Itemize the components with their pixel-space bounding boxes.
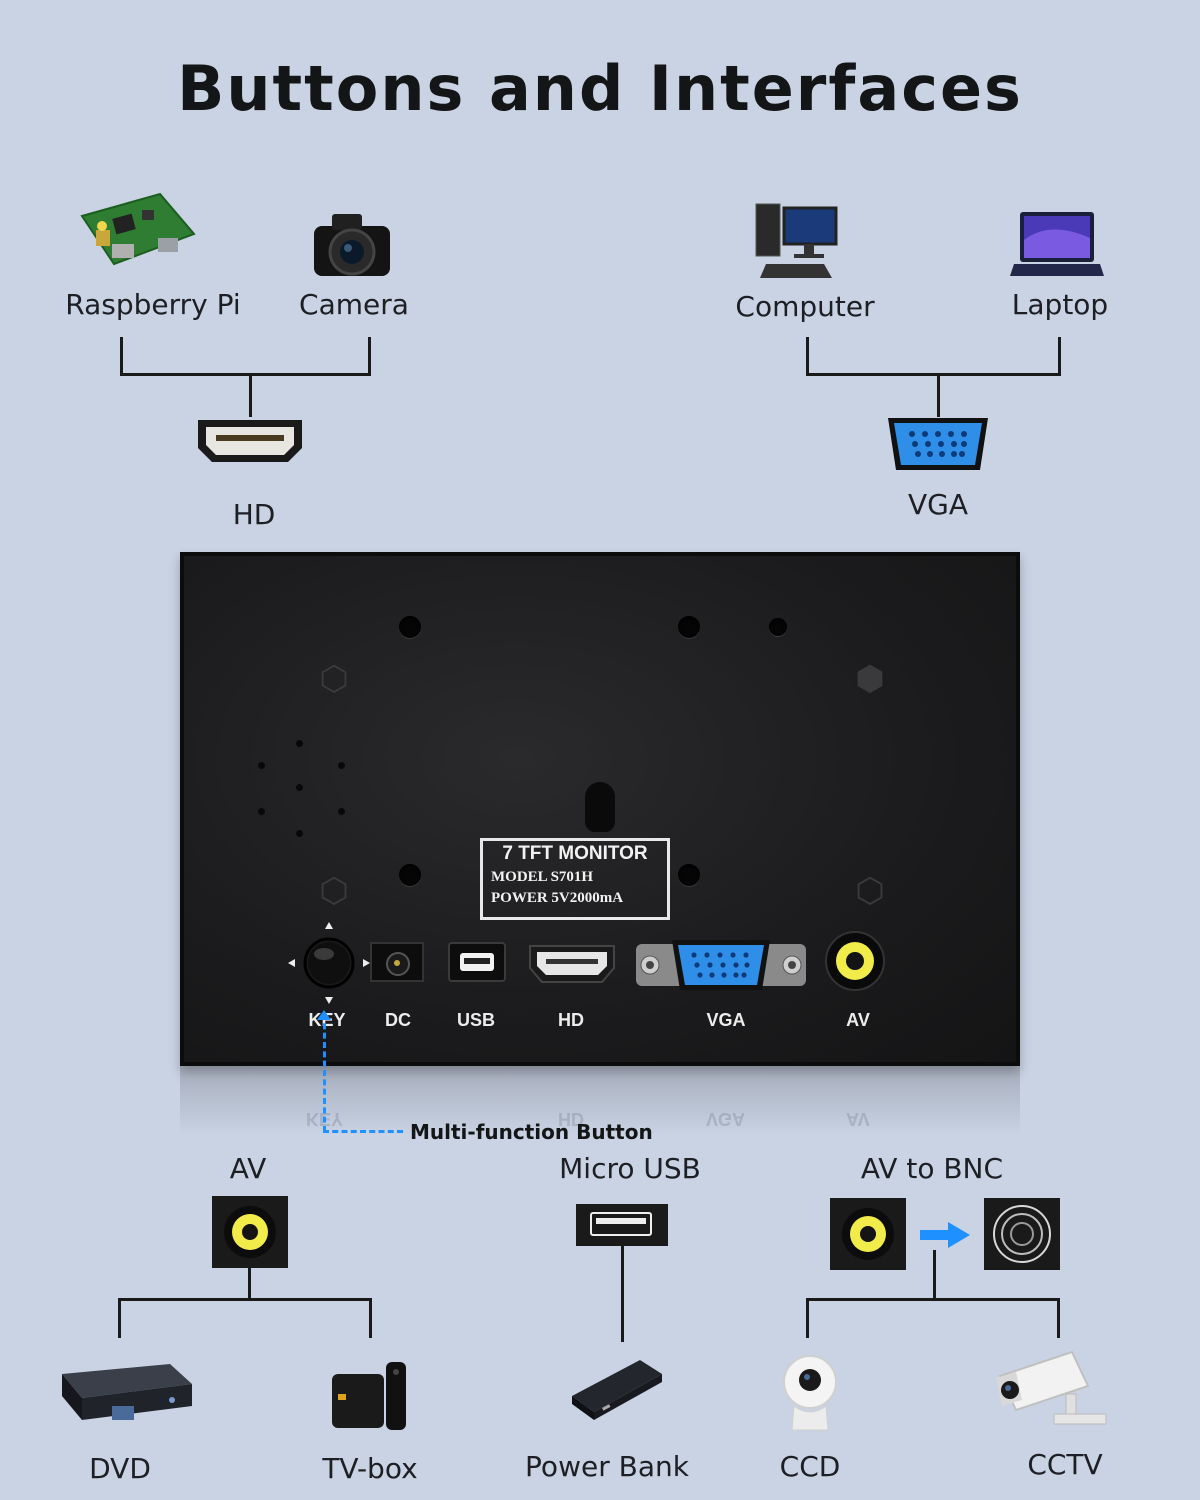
device-label-computer: Computer — [735, 290, 875, 323]
connector-line — [118, 1298, 121, 1338]
hex-mark: ⬢ — [855, 659, 885, 699]
micro-usb-port-icon — [576, 1204, 668, 1246]
tv-box-icon — [330, 1360, 410, 1436]
reflection-label: AV — [846, 1109, 870, 1129]
cctv-camera-icon — [992, 1348, 1110, 1434]
port-label-hd: HD — [232, 498, 276, 531]
hex-mark: ⬡ — [319, 871, 349, 911]
connector-line — [806, 1298, 809, 1338]
panel-reflection — [180, 1066, 1020, 1136]
connector-line — [368, 337, 371, 376]
device-label-raspberry-pi: Raspberry Pi — [65, 288, 241, 321]
bnc-connector-icon — [984, 1198, 1060, 1270]
hdmi-port — [528, 944, 616, 988]
device-label-dvd: DVD — [89, 1452, 151, 1485]
port-label-hd: HD — [558, 1010, 584, 1030]
page-title: Buttons and Interfaces — [177, 52, 1023, 125]
screw-hole — [399, 616, 421, 638]
connector-line — [806, 1298, 1060, 1301]
av-port — [824, 930, 886, 996]
callout-line — [323, 1014, 326, 1132]
av-jack-icon — [830, 1198, 906, 1270]
callout-line — [323, 1130, 403, 1133]
hex-mark: ⬡ — [855, 871, 885, 911]
hdmi-port-icon — [194, 416, 306, 470]
plate-title: 7 TFT MONITOR — [502, 843, 648, 864]
section-heading-av: AV — [229, 1152, 267, 1185]
device-label-cctv: CCTV — [1027, 1448, 1103, 1481]
screw-hole — [399, 864, 421, 886]
connector-line — [120, 373, 371, 376]
plate-model: MODEL S701H — [491, 869, 594, 885]
connector-line — [369, 1298, 372, 1338]
reflection-label: VGA — [706, 1109, 746, 1129]
device-label-ccd: CCD — [779, 1450, 841, 1483]
hex-mark: ⬡ — [319, 659, 349, 699]
arrow-right-icon — [918, 1220, 972, 1254]
connector-line — [118, 1298, 372, 1301]
connector-line — [806, 373, 1061, 376]
plate-power: POWER 5V2000mA — [491, 890, 624, 906]
computer-icon — [752, 200, 842, 288]
wall-mount-slot — [585, 782, 615, 832]
laptop-icon — [1010, 210, 1104, 286]
callout-arrowhead — [317, 1010, 331, 1020]
connector-line — [1058, 337, 1061, 376]
port-label-av: AV — [846, 1010, 870, 1030]
multi-function-key[interactable] — [284, 920, 374, 1006]
port-label-vga: VGA — [907, 488, 968, 521]
device-label-tv-box: TV-box — [322, 1452, 418, 1485]
connector-line — [621, 1246, 624, 1342]
dvd-player-icon — [52, 1362, 196, 1436]
speaker-grille — [256, 738, 352, 842]
vga-port — [634, 936, 808, 996]
port-label-vga: VGA — [706, 1010, 746, 1030]
connector-line — [806, 337, 809, 376]
connector-line — [249, 373, 252, 417]
connector-line — [933, 1250, 936, 1300]
screw-hole — [678, 616, 700, 638]
device-label-power-bank: Power Bank — [525, 1450, 689, 1483]
device-label-laptop: Laptop — [1011, 288, 1109, 321]
usb-port — [448, 942, 506, 982]
connector-line — [1057, 1298, 1060, 1338]
connector-line — [120, 337, 123, 376]
screw-hole — [769, 618, 787, 636]
port-label-usb: USB — [456, 1010, 495, 1030]
section-heading-micro-usb: Micro USB — [559, 1152, 701, 1185]
section-heading-av-to-bnc: AV to BNC — [860, 1152, 1004, 1185]
camera-icon — [310, 206, 394, 286]
raspberry-pi-icon — [72, 186, 196, 282]
connector-line — [248, 1268, 251, 1300]
connector-line — [937, 373, 940, 417]
screw-hole — [678, 864, 700, 886]
dc-port — [370, 942, 424, 982]
vga-port-icon — [884, 414, 992, 480]
ccd-camera-icon — [780, 1354, 840, 1438]
av-jack-icon — [212, 1196, 288, 1268]
port-label-dc: DC — [385, 1010, 411, 1030]
device-label-camera: Camera — [299, 288, 409, 321]
model-label-plate: 7 TFT MONITOR MODEL S701H POWER 5V2000mA — [480, 838, 670, 920]
power-bank-icon — [568, 1356, 664, 1428]
callout-multi-function-button: Multi-function Button — [410, 1120, 653, 1144]
